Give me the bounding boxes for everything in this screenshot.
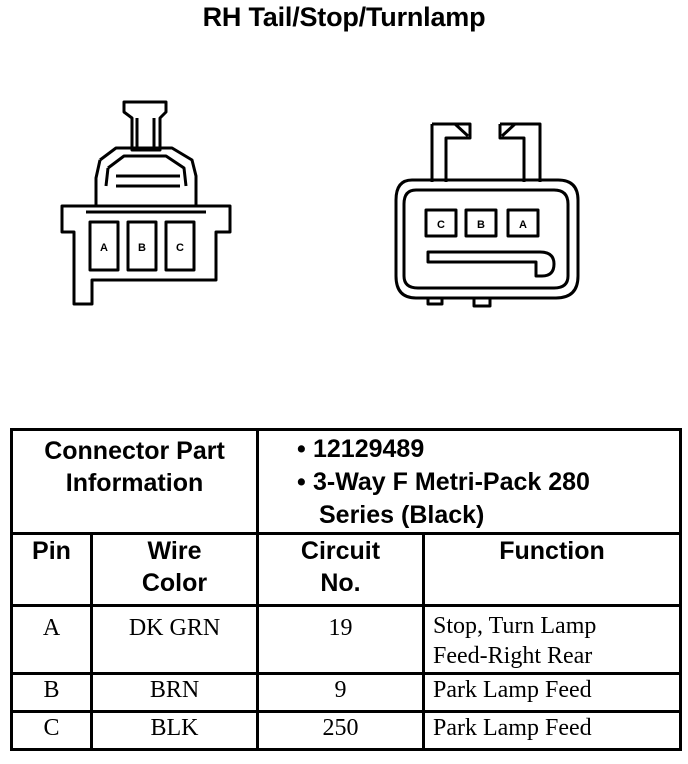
header-circuit-line2: No. (320, 569, 361, 597)
part-desc-line: •3-Way F Metri-Pack 280 (297, 466, 679, 499)
row-a-pin: A (10, 604, 93, 675)
table-row: B BRN 9 Park Lamp Feed (10, 672, 682, 713)
bullet-icon: • (297, 468, 306, 496)
header-wire-color-line2: Color (141, 569, 208, 597)
row-a-function-line1: Stop, Turn Lamp (433, 613, 597, 639)
header-function-label: Function (499, 537, 605, 565)
row-a-wire-color: DK GRN (90, 604, 259, 675)
header-pin: Pin (10, 532, 93, 607)
row-c-wire-color: BLK (90, 710, 259, 751)
header-function: Function (422, 532, 682, 607)
row-c-pin: C (10, 710, 93, 751)
left-pin-label-c: C (176, 242, 184, 254)
header-row: Pin Wire Color Circuit No. Function (10, 532, 682, 607)
part-desc-line2: Series (Black) (319, 501, 485, 529)
header-circuit-line1: Circuit (300, 537, 381, 565)
part-info-label-cell: Connector Part Information (10, 428, 259, 535)
table-row: A DK GRN 19 Stop, Turn Lamp Feed-Right R… (10, 604, 682, 675)
part-number-line: •12129489 (297, 433, 679, 466)
row-a-circuit: 19 (256, 604, 425, 675)
row-b-pin: B (10, 672, 93, 713)
connector-drawings: A B C C B A (60, 100, 580, 308)
part-number: 12129489 (313, 435, 425, 463)
row-a-function: Stop, Turn Lamp Feed-Right Rear (422, 604, 682, 675)
diagram-title: RH Tail/Stop/Turnlamp (202, 2, 486, 32)
header-wire-color: Wire Color (90, 532, 259, 607)
row-c-function: Park Lamp Feed (422, 710, 682, 751)
part-info-value-cell: •12129489 •3-Way F Metri-Pack 280 Series… (256, 428, 682, 535)
row-a-function-line2: Feed-Right Rear (433, 643, 593, 669)
header-wire-color-line1: Wire (147, 537, 202, 565)
part-info-label-line2: Information (65, 469, 204, 497)
row-b-wire-color: BRN (90, 672, 259, 713)
row-b-circuit: 9 (256, 672, 425, 713)
left-pin-label-b: B (138, 242, 146, 254)
row-b-function: Park Lamp Feed (422, 672, 682, 713)
table-row: C BLK 250 Park Lamp Feed (10, 710, 682, 751)
header-circuit: Circuit No. (256, 532, 425, 607)
connector-info-table: Connector Part Information •12129489 •3-… (10, 428, 682, 751)
row-c-circuit: 250 (256, 710, 425, 751)
bullet-icon: • (297, 435, 306, 463)
header-pin-label: Pin (32, 537, 71, 565)
right-pin-label-b: B (477, 219, 485, 231)
left-connector-drawing (60, 100, 232, 306)
part-info-row: Connector Part Information •12129489 •3-… (10, 428, 682, 535)
right-connector-drawing (394, 122, 580, 308)
right-pin-label-c: C (437, 219, 445, 231)
left-pin-label-a: A (100, 242, 108, 254)
part-desc-line1: 3-Way F Metri-Pack 280 (313, 468, 590, 496)
part-info-label-line1: Connector Part (44, 437, 225, 465)
right-pin-label-a: A (519, 219, 527, 231)
